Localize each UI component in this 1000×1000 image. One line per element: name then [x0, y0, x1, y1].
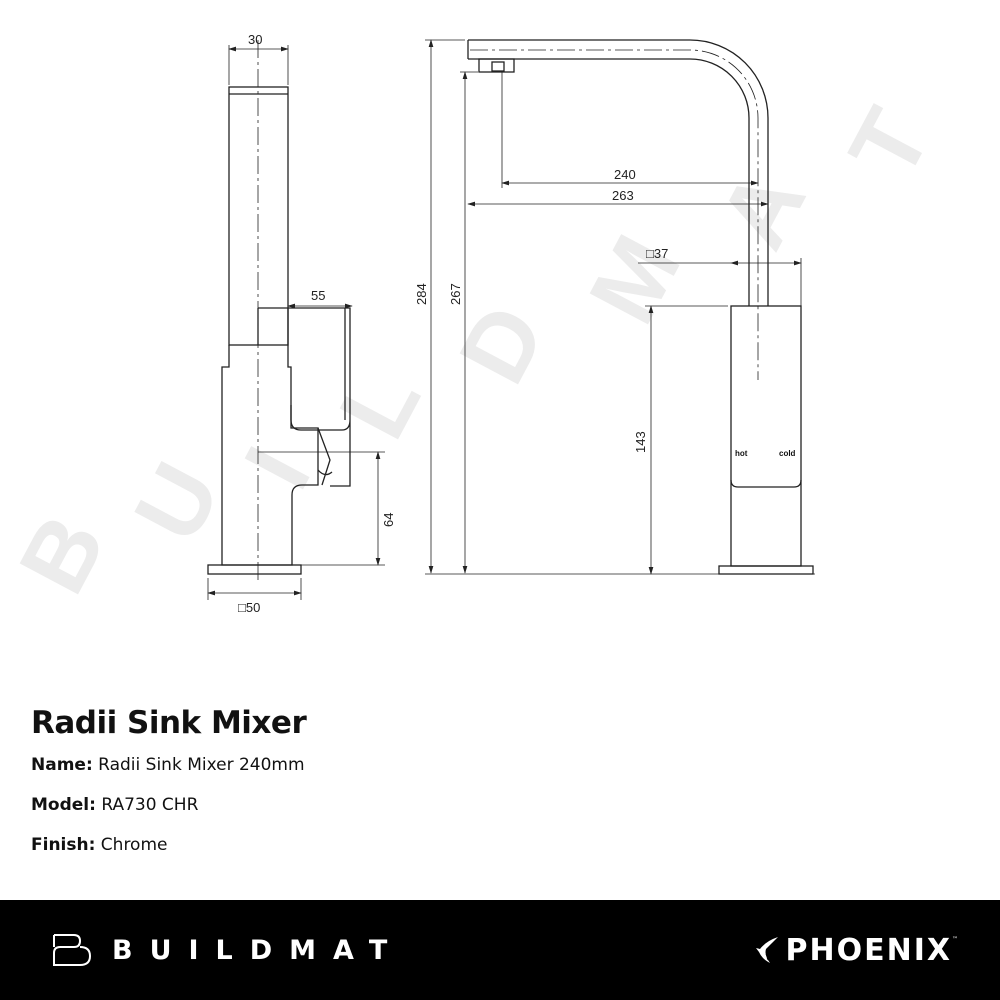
dim-body: □37 [646, 246, 668, 261]
label-hot: hot [735, 449, 748, 458]
dim-spout-reach: 240 [614, 167, 636, 182]
svg-text:T: T [829, 93, 951, 195]
side-dimensions [207, 45, 381, 600]
svg-text:L: L [319, 353, 441, 455]
svg-text:I: I [224, 431, 331, 505]
field-value: Chrome [100, 835, 168, 855]
watermark: B U I L D M A T [0, 93, 951, 610]
side-view [207, 40, 385, 580]
buildmat-b-icon [53, 934, 92, 966]
dim-base: □50 [238, 600, 260, 615]
product-title: Radii Sink Mixer [31, 705, 307, 741]
field-label: Name: [31, 755, 93, 775]
phoenix-logo: PHOENIX ™ [754, 928, 958, 972]
buildmat-logo: BUILDMAT [52, 930, 404, 970]
dim-body-height: 143 [633, 431, 648, 453]
footer-bar: BUILDMAT PHOENIX ™ [0, 900, 1000, 1000]
dim-top-width: 30 [248, 32, 262, 47]
field-model: Model: RA730 CHR [31, 795, 306, 818]
phoenix-wordmark: PHOENIX [785, 932, 952, 968]
buildmat-wordmark: BUILDMAT [112, 934, 405, 966]
label-cold: cold [779, 449, 796, 458]
svg-text:B: B [0, 498, 126, 609]
product-info: Radii Sink Mixer Name: Radii Sink Mixer … [31, 705, 307, 875]
svg-text:M: M [569, 219, 701, 340]
dim-handle-height: 64 [381, 513, 396, 527]
dim-overall-height: 284 [414, 283, 429, 305]
field-value: Radii Sink Mixer 240mm [98, 755, 305, 775]
front-dimensions [425, 39, 815, 575]
front-view [467, 39, 814, 575]
field-name: Name: Radii Sink Mixer 240mm [31, 755, 306, 778]
field-label: Model: [31, 795, 96, 815]
svg-text:A: A [699, 153, 826, 264]
trademark: ™ [952, 936, 958, 943]
dim-overall-reach: 263 [612, 188, 634, 203]
dim-handle-depth: 55 [311, 288, 325, 303]
field-value: RA730 CHR [101, 795, 199, 815]
field-label: Finish: [31, 835, 96, 855]
phoenix-wing-icon [755, 937, 778, 963]
dim-outlet-height: 267 [448, 283, 463, 305]
technical-drawing: B U I L D M A T 30 55 [0, 32, 951, 615]
field-finish: Finish: Chrome [31, 835, 306, 858]
